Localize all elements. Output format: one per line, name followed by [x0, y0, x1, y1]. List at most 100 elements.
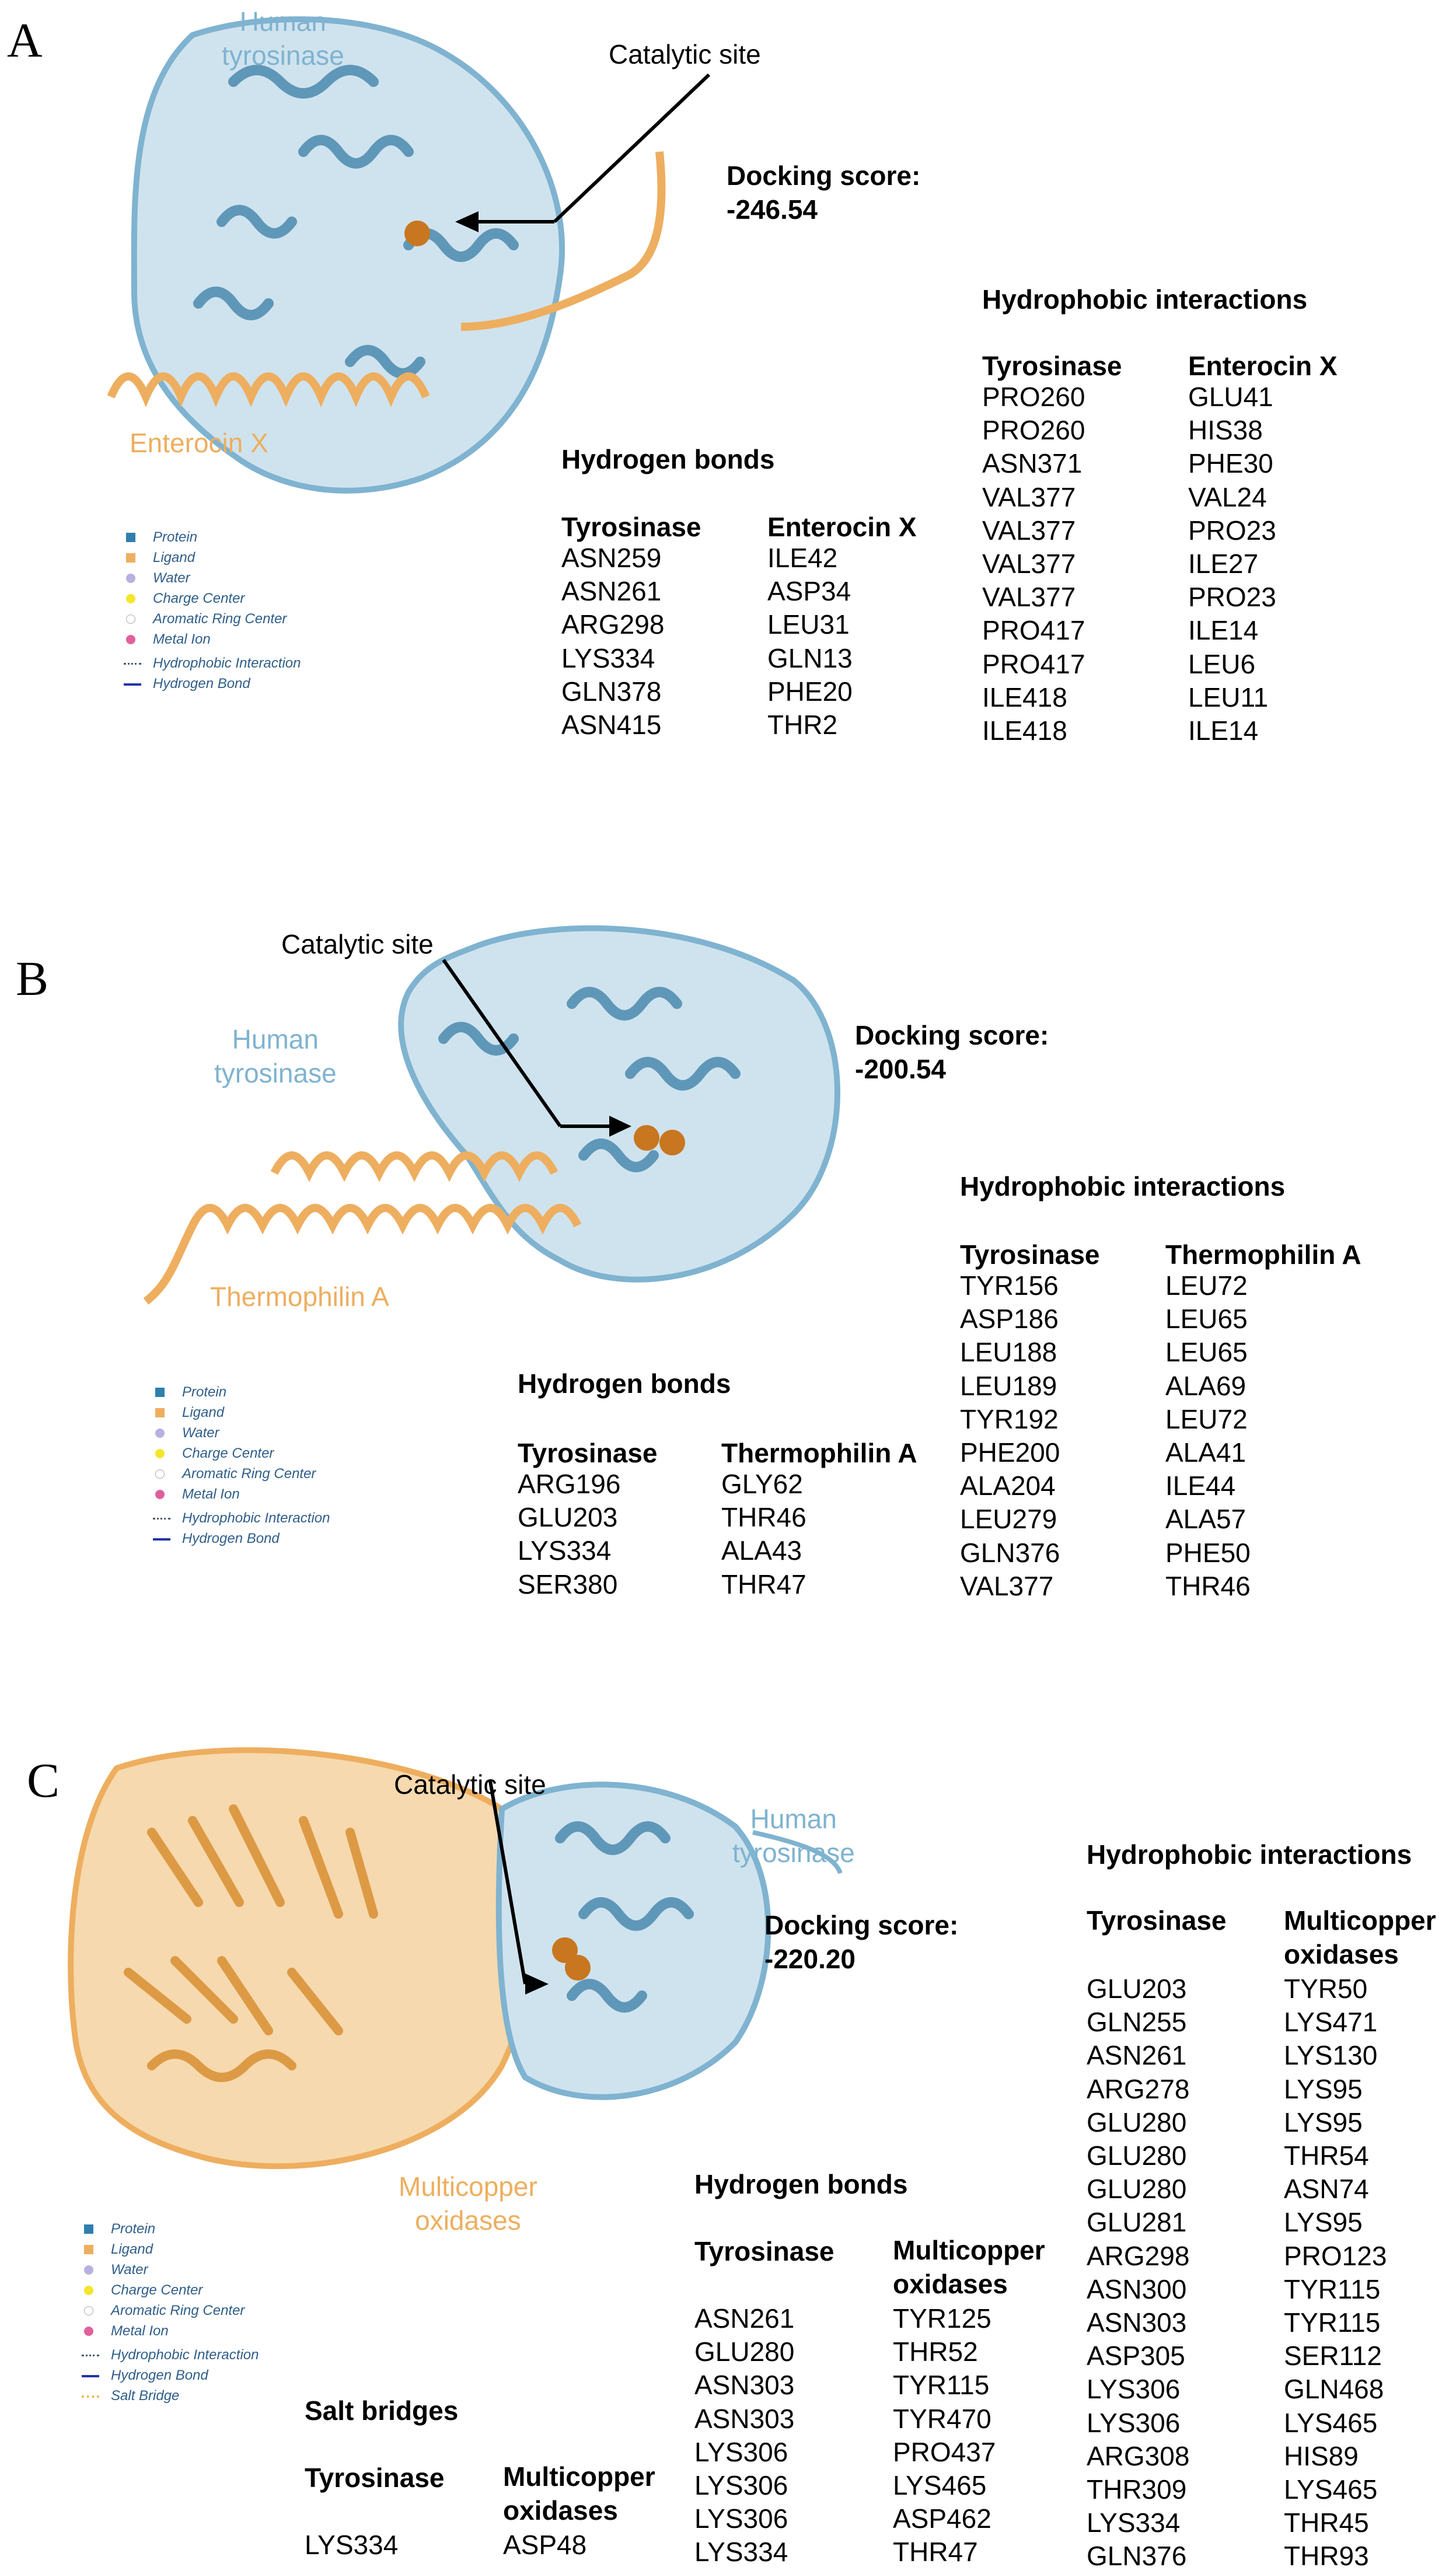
residue-cell: GLY62	[721, 1469, 803, 1499]
legend-symbol-icon	[82, 2259, 99, 2280]
legend-symbol-icon	[153, 1484, 170, 1504]
salt-bridges-title: Salt bridges	[305, 2395, 459, 2426]
residue-cell: TYR192	[960, 1403, 1059, 1434]
protein-structure-image	[68, 1747, 843, 2170]
hydrogen-bonds-title: Hydrogen bonds	[694, 2169, 908, 2199]
legend-symbol-icon	[124, 547, 141, 568]
residue-cell: ILE418	[982, 715, 1067, 746]
residue-cell: PRO417	[982, 648, 1085, 679]
residue-cell: GLN376	[1087, 2541, 1187, 2572]
residue-cell: GLU280	[1087, 2174, 1187, 2205]
residue-cell: LYS471	[1284, 2007, 1378, 2038]
residue-cell: TYR125	[893, 2303, 991, 2334]
residue-cell: ASN303	[694, 2370, 795, 2401]
legend-symbol-icon	[82, 2386, 99, 2406]
residue-cell: LYS334	[561, 642, 655, 673]
legend-symbol-icon	[153, 1443, 170, 1464]
text-label: tyrosinase	[214, 1058, 337, 1088]
residue-list: LYS334	[305, 2528, 398, 2562]
residue-cell: LYS465	[1284, 2474, 1378, 2505]
residue-cell: GLN378	[561, 676, 662, 707]
residue-cell: GLU203	[1087, 1974, 1187, 2004]
residue-cell: ASP186	[960, 1304, 1059, 1335]
protein-structure-image	[107, 16, 711, 494]
catalytic-site-label: Catalytic site	[609, 39, 761, 69]
residue-cell: LEU188	[960, 1337, 1057, 1368]
residue-cell: GLU203	[518, 1502, 618, 1533]
tyrosinase-label: Human tyrosinase	[732, 1802, 855, 1870]
text-label: Hydrogen Bond	[182, 1531, 280, 1546]
docking-score: Docking score: -246.54	[727, 159, 920, 226]
legend-symbol-icon	[153, 1464, 170, 1484]
legend-symbol-icon	[153, 1382, 170, 1402]
text-label: Water	[153, 570, 190, 586]
text-label: Charge Center	[182, 1445, 274, 1461]
legend-symbol-icon	[153, 1508, 170, 1528]
residue-cell: SER380	[518, 1569, 618, 1599]
residue-cell: GLN255	[1087, 2007, 1187, 2038]
residue-cell: GLU280	[1087, 2107, 1187, 2138]
residue-cell: LEU11	[1188, 682, 1269, 713]
legend-symbol-icon	[82, 2239, 99, 2259]
residue-cell: THR45	[1284, 2507, 1369, 2538]
residue-cell: HIS38	[1188, 415, 1263, 446]
residue-cell: ASN303	[694, 2403, 795, 2434]
text-label: Ligand	[111, 2241, 153, 2257]
residue-cell: LYS306	[694, 2470, 788, 2501]
residue-cell: LEU65	[1165, 1304, 1248, 1335]
residue-cell: PHE200	[960, 1437, 1060, 1468]
residue-cell: TYR156	[960, 1270, 1059, 1301]
text-label: Multicopper	[503, 2461, 655, 2492]
residue-cell: ARG298	[1087, 2240, 1190, 2271]
hydrophobic-col2-header: Multicopper oxidases	[1284, 1904, 1436, 1971]
residue-cell: LEU279	[960, 1504, 1057, 1535]
text-label: Human	[232, 1024, 319, 1054]
residue-cell: ASN261	[694, 2303, 795, 2334]
text-label: Ligand	[153, 550, 195, 565]
legend-symbol-icon	[124, 527, 141, 547]
residue-cell: ASN261	[561, 576, 662, 607]
residue-cell: GLU280	[1087, 2140, 1187, 2171]
residue-cell: GLN376	[960, 1537, 1060, 1568]
text-label: Aromatic Ring Center	[153, 611, 287, 627]
text-label: Protein	[153, 529, 198, 545]
legend-symbol-icon	[124, 629, 141, 649]
residue-cell: PHE30	[1188, 448, 1273, 479]
residue-cell: LEU65	[1165, 1337, 1248, 1368]
panel-letter: B	[16, 952, 49, 1006]
legend-symbol-icon	[153, 1402, 170, 1423]
residue-cell: THR52	[893, 2336, 978, 2367]
residue-cell: ASP48	[503, 2530, 587, 2560]
legend-symbol-icon	[82, 2321, 99, 2341]
residue-cell: LYS306	[694, 2503, 788, 2534]
residue-cell: ASP305	[1087, 2341, 1185, 2372]
residue-cell: LEU72	[1165, 1270, 1248, 1301]
text-label: Ligand	[182, 1405, 225, 1420]
residue-cell: GLN13	[767, 642, 853, 673]
ligand-label: Thermophilin A	[210, 1281, 389, 1312]
hydrophobic-title: Hydrophobic interactions	[960, 1171, 1286, 1202]
legend-symbol-icon	[82, 2345, 99, 2365]
text-label: -220.20	[764, 1944, 856, 1974]
residue-cell: LYS334	[518, 1535, 612, 1566]
residue-cell: LYS95	[1284, 2107, 1363, 2138]
text-label: Multicopper	[1284, 1905, 1436, 1936]
legend-symbol-icon	[153, 1423, 170, 1443]
text-label: Water	[182, 1425, 219, 1441]
residue-cell: LYS334	[694, 2537, 788, 2568]
residue-cell: LYS306	[694, 2436, 788, 2467]
residue-cell: ALA204	[960, 1471, 1056, 1501]
hydrophobic-title: Hydrophobic interactions	[982, 284, 1308, 315]
text-label: Water	[111, 2262, 148, 2278]
text-label: Charge Center	[111, 2282, 203, 2298]
residue-cell: PHE50	[1165, 1537, 1251, 1568]
panel-letter: A	[7, 13, 43, 68]
docking-score: Docking score: -220.20	[764, 1908, 958, 1976]
hydrogen-bonds-col1-header: Tyrosinase	[694, 2236, 835, 2266]
text-label: Hydrogen Bond	[111, 2367, 208, 2383]
residue-cell: ASN261	[1087, 2040, 1187, 2071]
legend-symbol-icon	[82, 2300, 99, 2321]
